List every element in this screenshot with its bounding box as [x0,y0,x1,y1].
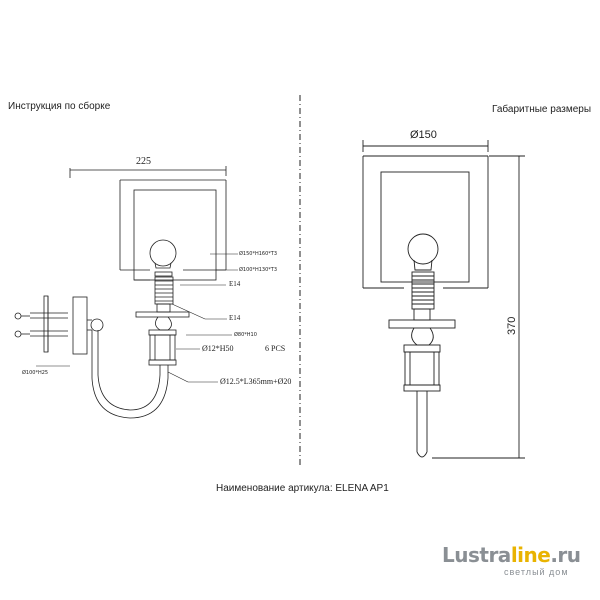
height-label: 370 [506,316,518,335]
wall-plate-label: Ø100*H25 [22,370,49,376]
diameter-dimension [362,140,489,152]
socket-bottom-label: E14 [229,314,241,322]
shade-inner-label: Ø100*H130*T3 [239,267,278,273]
rods-label: Ø12*H50 [202,344,234,353]
wall-bracket [14,295,68,353]
assembly-drawing [14,166,238,419]
lustraline-logo: Lustraline.ru светлый дом [442,543,592,593]
bulb [149,239,177,277]
logo-part-1: Lustra [442,543,511,567]
socket [154,276,174,305]
height-dimension [432,155,525,459]
rods-count-label: 6 PCS [265,344,286,353]
rod-cage [148,329,177,366]
article-name: Наименование артикула: ELENA AP1 [216,483,389,494]
ring [135,311,190,318]
dimensions-drawing [362,140,525,459]
leader-lines [36,253,238,383]
arm [90,318,169,419]
shade-inner-right [380,171,470,283]
width-label: 225 [136,156,151,167]
rod-cage-right [403,344,441,392]
stem-right [416,391,428,458]
shade-outer-label: Ø150*H160*T3 [239,251,278,257]
logo-tagline: светлый дом [504,567,569,577]
shade-outer-right [362,155,489,289]
shade-diameter-label: Ø150 [410,129,437,141]
ring-right [388,319,456,329]
dimensions-title: Габаритные размеры [492,104,592,115]
width-dimension [69,166,227,178]
socket-right [411,271,435,310]
connector [156,303,171,313]
logo-part-2: line [510,543,551,567]
bulb-right [407,233,439,271]
shade-outer [119,179,227,271]
socket-top-label: E14 [229,280,241,288]
ring-label: Ø80*H10 [234,332,257,338]
assembly-title: Инструкция по сборке [8,101,111,112]
arm-label: Ø12.5*L365mm+Ø20 [220,377,292,386]
wall-plate [72,296,92,355]
logo-part-3: .ru [550,543,581,567]
shade-inner [133,189,217,281]
